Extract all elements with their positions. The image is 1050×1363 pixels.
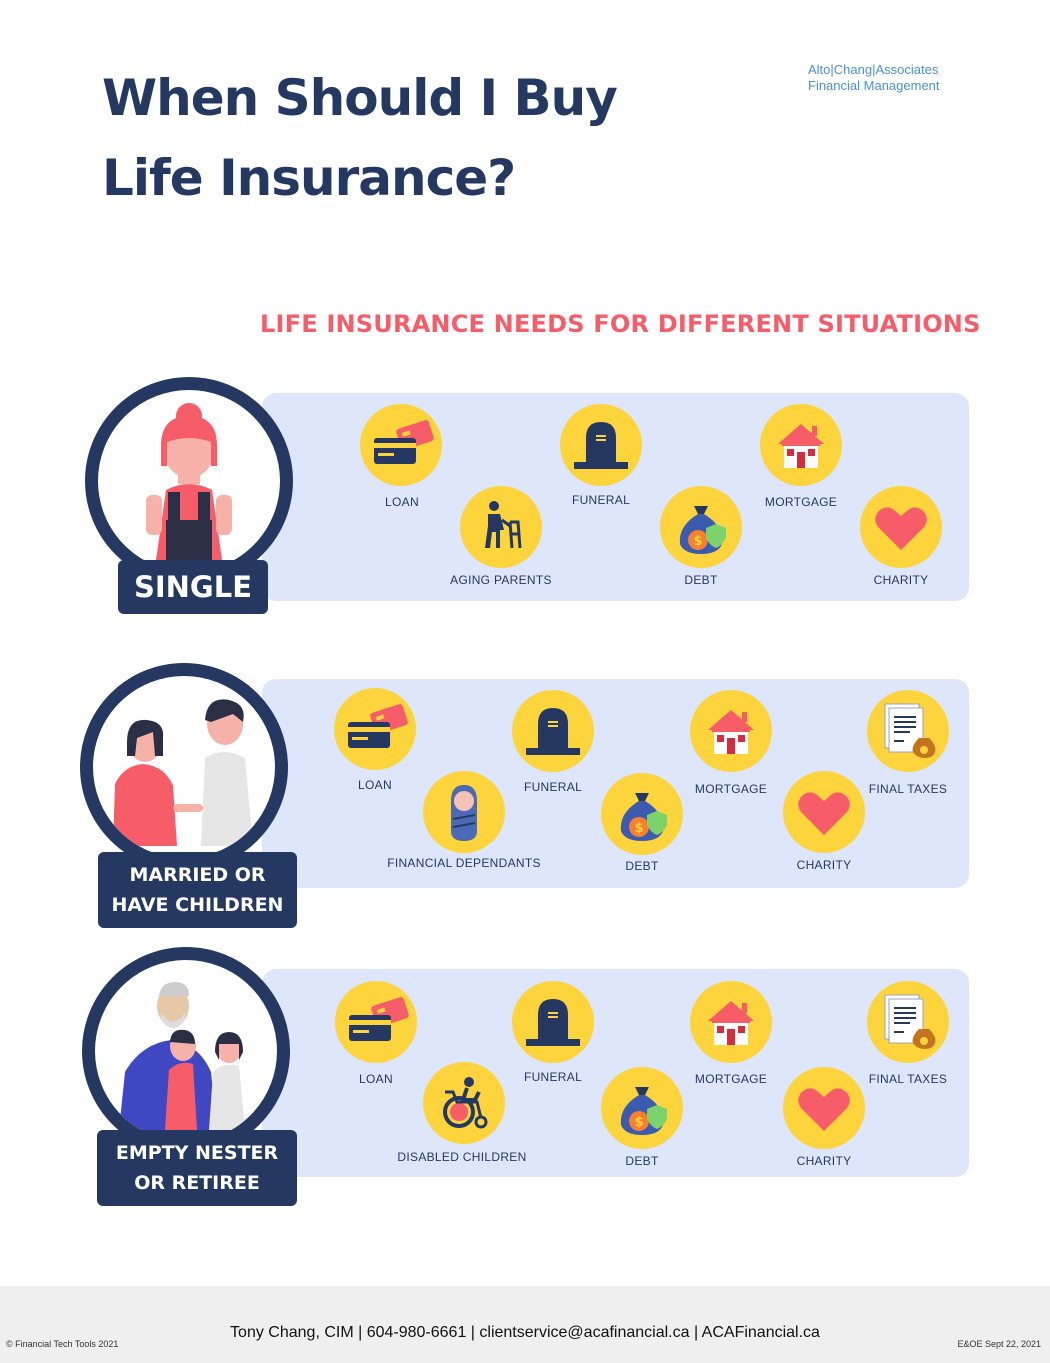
need-label: MORTGAGE <box>764 495 838 509</box>
need-label: LOAN <box>385 495 419 509</box>
house-icon <box>690 981 772 1063</box>
need-label: LOAN <box>359 1072 393 1086</box>
wheelchair-icon <box>423 1062 505 1144</box>
retiree-label-line-2: OR RETIREE <box>134 1172 260 1194</box>
need-label: MORTGAGE <box>694 782 768 796</box>
house-icon <box>760 404 842 486</box>
svg-text:$: $ <box>634 1115 643 1130</box>
section-subtitle: LIFE INSURANCE NEEDS FOR DIFFERENT SITUA… <box>260 310 981 338</box>
single-person-illustration <box>146 403 232 565</box>
footer-date: E&OE Sept 22, 2021 <box>957 1339 1041 1349</box>
need-label: CHARITY <box>796 1154 852 1168</box>
brand-logo-text: Alto|Chang|Associates Financial Manageme… <box>808 62 940 94</box>
need-label: DEBT <box>684 573 718 587</box>
married-label: MARRIED OR HAVE CHILDREN <box>98 852 297 928</box>
married-avatar <box>80 663 288 871</box>
tombstone-icon <box>560 404 642 486</box>
need-label: DISABLED CHILDREN <box>397 1150 527 1164</box>
svg-text:$: $ <box>634 821 643 836</box>
credit-card-icon <box>334 688 416 770</box>
title-line-2: Life Insurance? <box>102 149 516 207</box>
tax-document-icon <box>867 981 949 1063</box>
heart-icon <box>783 771 865 853</box>
need-label: CHARITY <box>796 858 852 872</box>
need-label: LOAN <box>358 778 392 792</box>
footer-contact: Tony Chang, CIM | 604-980-6661 | clients… <box>230 1324 820 1341</box>
single-label-line-1: SINGLE <box>133 570 253 604</box>
need-label: FUNERAL <box>571 493 631 507</box>
single-avatar <box>85 377 293 585</box>
heart-icon <box>783 1067 865 1149</box>
tombstone-icon <box>512 981 594 1063</box>
retiree-label: EMPTY NESTER OR RETIREE <box>97 1130 297 1206</box>
heart-icon <box>860 486 942 568</box>
svg-text:$: $ <box>693 534 702 549</box>
need-label: FINANCIAL DEPENDANTS <box>387 856 541 870</box>
page-title: When Should I Buy Life Insurance? <box>102 58 722 218</box>
need-label: FINAL TAXES <box>868 782 948 796</box>
need-label: FINAL TAXES <box>868 1072 948 1086</box>
baby-icon <box>423 771 505 853</box>
credit-card-icon <box>335 981 417 1063</box>
need-label: MORTGAGE <box>694 1072 768 1086</box>
retiree-avatar <box>82 947 290 1155</box>
need-label: FUNERAL <box>523 780 583 794</box>
brand-line-1: Alto|Chang|Associates <box>808 62 939 77</box>
house-icon <box>690 690 772 772</box>
couple-illustration <box>113 699 253 846</box>
title-line-1: When Should I Buy <box>102 69 618 127</box>
need-label: DEBT <box>625 1154 659 1168</box>
credit-card-icon <box>360 404 442 486</box>
elderly-walker-icon <box>460 486 542 568</box>
need-label: DEBT <box>625 859 659 873</box>
footer-copyright: © Financial Tech Tools 2021 <box>6 1339 119 1349</box>
retiree-label-line-1: EMPTY NESTER <box>115 1142 279 1164</box>
need-label: FUNERAL <box>523 1070 583 1084</box>
need-label: AGING PARENTS <box>450 573 552 587</box>
money-bag-icon: $ <box>660 486 742 568</box>
tax-document-icon <box>867 690 949 772</box>
brand-line-2: Financial Management <box>808 78 940 93</box>
single-label: SINGLE <box>118 560 268 614</box>
married-label-line-1: MARRIED OR <box>129 864 266 886</box>
tombstone-icon <box>512 690 594 772</box>
married-label-line-2: HAVE CHILDREN <box>111 894 284 916</box>
money-bag-icon: $ <box>601 1067 683 1149</box>
money-bag-icon: $ <box>601 773 683 855</box>
need-label: CHARITY <box>873 573 929 587</box>
family-illustration <box>119 982 245 1130</box>
footer <box>0 1286 1050 1363</box>
